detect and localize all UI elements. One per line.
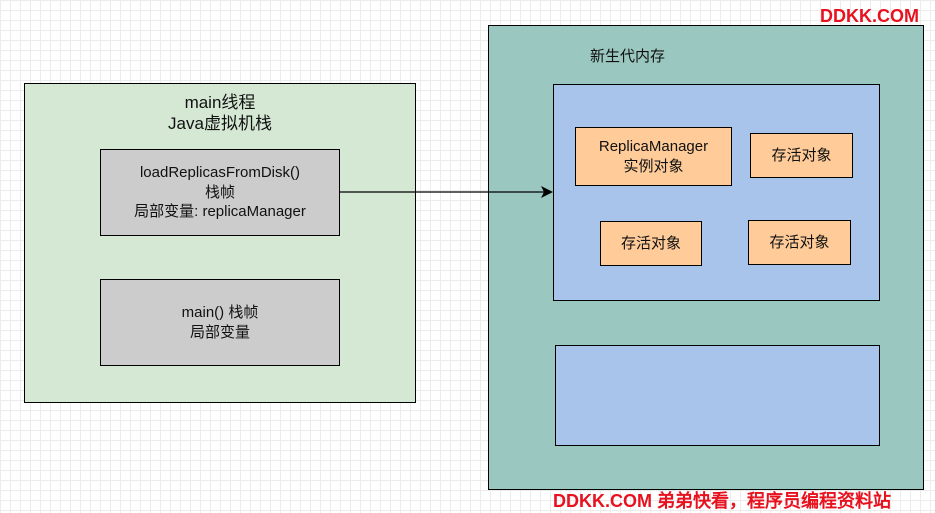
arrow-head-icon [541,186,553,198]
object-label: 存活对象 [620,234,681,252]
live-object: 存活对象 [748,220,851,265]
watermark-bottom: DDKK.COM 弟弟快看，程序员编程资料站 [553,491,891,511]
frame-local-variable: 局部变量: replicaManager [134,203,306,221]
thread-stack-title: main线程 Java虚拟机栈 [24,92,416,135]
frame-local-variable: 局部变量 [189,323,250,341]
live-object: 存活对象 [600,221,702,266]
stack-frame-load-replicas: loadReplicasFromDisk() 栈帧 局部变量: replicaM… [100,149,340,236]
frame-label: 栈帧 [204,183,235,201]
live-object: 存活对象 [750,133,853,178]
watermark-top: DDKK.COM [820,6,919,26]
frame-method-name: main() 栈帧 [181,304,259,321]
stack-frame-main: main() 栈帧 局部变量 [100,279,340,366]
replica-manager-object: ReplicaManager 实例对象 [575,127,732,186]
thread-title-line2: Java虚拟机栈 [168,114,272,134]
object-class-name: ReplicaManager [598,138,709,155]
young-generation-title: 新生代内存 [590,48,666,65]
young-gen-region-lower [555,345,880,446]
object-label: 存活对象 [771,146,832,164]
thread-title-line1: main线程 [184,93,256,112]
frame-method-name: loadReplicasFromDisk() [139,164,301,182]
object-label: 实例对象 [623,157,684,175]
object-label: 存活对象 [769,233,830,251]
